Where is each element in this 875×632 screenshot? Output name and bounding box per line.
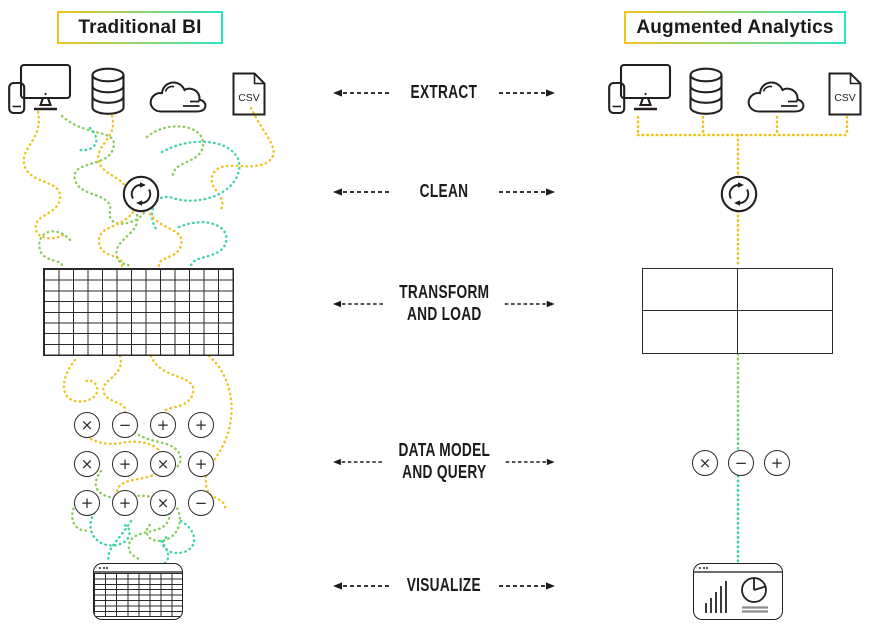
minus-operator-icon: − (112, 412, 138, 438)
arrow-right-icon (499, 89, 555, 97)
plus-operator-icon: + (188, 412, 214, 438)
arrow-right-icon (498, 582, 555, 590)
arrow-right-icon (499, 188, 555, 196)
plus-operator-icon: + (74, 490, 100, 516)
arrow-left-icon (333, 188, 389, 196)
augmented-analytics-title: Augmented Analytics (636, 16, 834, 38)
stage-label: TRANSFORM AND LOAD (398, 282, 490, 324)
multiply-operator-icon: × (692, 450, 718, 476)
window-header (694, 564, 782, 573)
stage-label: DATA MODEL AND QUERY (398, 440, 490, 482)
query-operators-left: × − + + × + × + + + × − (74, 412, 214, 529)
stage-data-model-and-query: DATA MODEL AND QUERY (333, 440, 555, 484)
minus-operator-icon: − (728, 450, 754, 476)
straight-pipeline-right (636, 115, 849, 564)
window-dot-icon (99, 566, 101, 569)
chart-visualization-window (693, 563, 783, 620)
bar-and-pie-chart-icon (705, 577, 768, 613)
database-icon (91, 67, 125, 115)
stage-clean: CLEAN (333, 181, 555, 203)
window-dot-icon (102, 566, 105, 569)
plus-operator-icon: + (764, 450, 790, 476)
multiply-operator-icon: × (74, 412, 100, 438)
table-cell (737, 269, 832, 311)
traditional-bi-header: Traditional BI (57, 11, 223, 44)
plus-operator-icon: + (112, 451, 138, 477)
desktop-and-phone-icon (608, 63, 672, 115)
csv-label-right: CSV (834, 92, 856, 104)
multiply-operator-icon: × (150, 490, 176, 516)
table-cell (738, 311, 833, 353)
csv-file-icon: CSV (232, 72, 266, 116)
plus-operator-icon: + (112, 490, 138, 516)
window-dot-icon (106, 566, 109, 569)
stage-transform-and-load: TRANSFORM AND LOAD (333, 282, 555, 326)
arrow-right-icon (505, 300, 555, 308)
stage-label: EXTRACT (410, 82, 478, 102)
window-dot-icon (699, 566, 701, 569)
stage-label: VISUALIZE (406, 575, 482, 595)
arrow-left-icon (333, 300, 383, 308)
plus-operator-icon: + (150, 412, 176, 438)
window-header (94, 564, 182, 573)
multiply-operator-icon: × (150, 451, 176, 477)
dense-table-content (94, 573, 182, 617)
stage-extract: EXTRACT (333, 82, 555, 104)
simple-data-table (642, 268, 833, 354)
csv-file-icon: CSV (828, 72, 862, 116)
arrow-left-icon (333, 582, 389, 590)
sync-arrows-icon (720, 175, 758, 213)
stage-label: CLEAN (419, 181, 469, 201)
arrow-right-icon (506, 458, 555, 466)
sync-arrows-icon (122, 175, 160, 213)
table-visualization-window (93, 563, 183, 620)
window-dot-icon (702, 566, 705, 569)
cloud-icon (747, 81, 805, 113)
table-cell (643, 311, 738, 353)
database-icon (689, 67, 723, 115)
plus-operator-icon: + (188, 451, 214, 477)
arrow-left-icon (333, 89, 389, 97)
traditional-bi-title: Traditional BI (78, 16, 202, 38)
stage-visualize: VISUALIZE (333, 575, 555, 597)
csv-label-left: CSV (238, 92, 260, 104)
minus-operator-icon: − (188, 490, 214, 516)
dense-data-table (43, 268, 234, 356)
multiply-operator-icon: × (74, 451, 100, 477)
window-dot-icon (706, 566, 709, 569)
cloud-icon (149, 81, 207, 113)
table-cell (643, 269, 738, 311)
arrow-left-icon (333, 458, 382, 466)
query-operators-right: × − + (692, 450, 790, 476)
desktop-and-phone-icon (8, 63, 72, 115)
augmented-analytics-header: Augmented Analytics (624, 11, 846, 44)
